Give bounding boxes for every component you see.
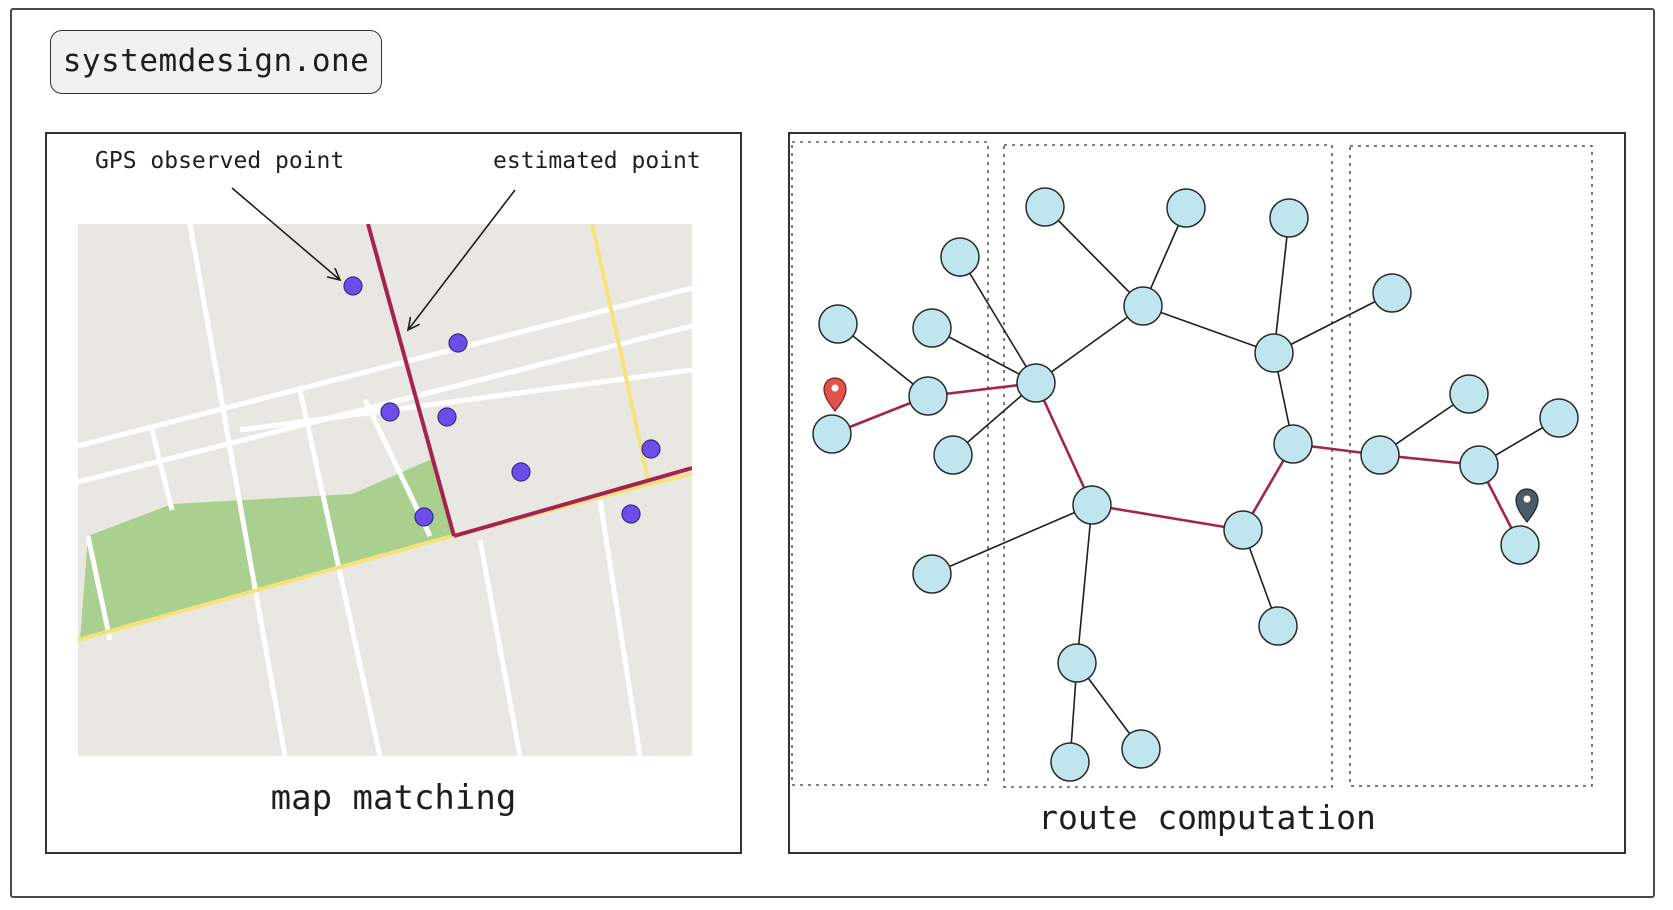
graph-node — [1025, 187, 1065, 227]
graph-node — [912, 308, 952, 348]
graph-node — [1016, 363, 1056, 403]
gps-point — [511, 462, 531, 482]
gps-point — [641, 439, 661, 459]
graph-node — [1459, 445, 1499, 485]
map-matching-caption: map matching — [270, 778, 517, 818]
graph-node — [1123, 286, 1163, 326]
graph-node — [1269, 198, 1309, 238]
graph-node-start — [812, 414, 852, 454]
graph-node — [1360, 435, 1400, 475]
graph-node — [1539, 398, 1579, 438]
gps-point — [380, 402, 400, 422]
graph-node-end — [1500, 525, 1540, 565]
graph-node — [1258, 606, 1298, 646]
graph-node — [1372, 273, 1412, 313]
park-area — [80, 458, 454, 640]
start-map-pin-icon — [823, 377, 847, 412]
graph-node — [1449, 374, 1489, 414]
region-boundary-middle — [1003, 144, 1333, 788]
graph-node — [1121, 729, 1161, 769]
graph-node — [1072, 485, 1112, 525]
route-computation-caption: route computation — [1038, 798, 1376, 837]
gps-point — [343, 276, 363, 296]
route-computation-panel — [788, 132, 1626, 854]
end-map-pin-icon — [1515, 488, 1539, 523]
route-graph — [791, 141, 1593, 788]
estimated-point-label: estimated point — [493, 148, 701, 174]
gps-point — [437, 407, 457, 427]
graph-node — [1057, 643, 1097, 683]
gps-point — [414, 507, 434, 527]
matched-route-horizontal — [453, 466, 692, 538]
graph-node — [1254, 333, 1294, 373]
graph-node — [933, 435, 973, 475]
graph-node — [1166, 188, 1206, 228]
matched-route-vertical — [366, 224, 456, 537]
graph-node — [1050, 742, 1090, 782]
graph-node — [912, 554, 952, 594]
estimated-annotation-arrow — [408, 189, 516, 330]
graph-node — [818, 304, 858, 344]
gps-point — [621, 504, 641, 524]
diagram-frame — [10, 8, 1655, 898]
graph-node — [1273, 424, 1313, 464]
brand-badge: systemdesign.one — [50, 30, 382, 94]
highway-road-vertical — [590, 224, 650, 481]
gps-point — [448, 333, 468, 353]
road-network — [78, 224, 692, 756]
graph-node — [940, 237, 980, 277]
brand-label: systemdesign.one — [62, 43, 370, 79]
region-boundary-left — [791, 141, 989, 786]
graph-node — [1223, 510, 1263, 550]
graph-node — [908, 376, 948, 416]
gps-annotation-arrow — [231, 187, 340, 280]
region-boundary-right — [1349, 145, 1593, 787]
gps-observed-point-label: GPS observed point — [95, 148, 345, 174]
